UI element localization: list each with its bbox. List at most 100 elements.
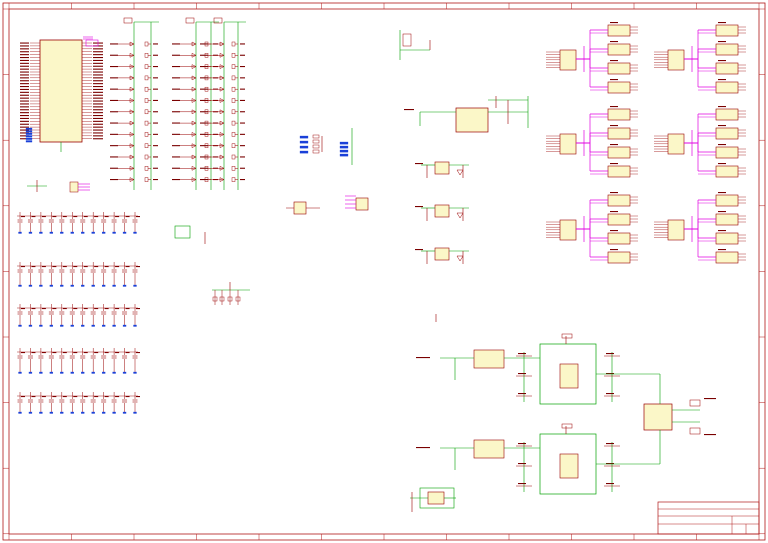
led-net-label	[200, 88, 208, 90]
cap-label	[73, 266, 78, 268]
mcu-net-label	[20, 57, 29, 59]
led-net-label	[172, 122, 180, 124]
resistor-label	[240, 156, 245, 158]
mcu-net-label	[93, 123, 103, 125]
mcu-net-label	[20, 138, 29, 140]
resistor-label	[240, 122, 245, 124]
latch-chip	[607, 165, 631, 178]
latch-chip	[607, 62, 631, 75]
latch-label	[718, 230, 726, 232]
latch-chip	[715, 146, 739, 159]
led-net-label	[172, 167, 180, 169]
latch-chip	[607, 81, 631, 94]
mcu-net-label	[20, 97, 29, 99]
diode-symbol	[456, 255, 464, 262]
led-symbol	[191, 131, 197, 137]
blue-connector	[339, 145, 349, 149]
regulator-chip	[455, 107, 489, 133]
cap-ground	[70, 411, 74, 414]
mcu-net-label	[93, 132, 103, 134]
led-symbol	[191, 52, 197, 58]
mcu-net-label	[20, 123, 29, 125]
mux-chip	[667, 49, 685, 71]
part-label	[518, 353, 526, 355]
resistor-label	[153, 88, 158, 90]
led-symbol	[129, 75, 135, 81]
led-symbol	[219, 154, 225, 160]
net-label	[416, 357, 430, 359]
mcu-net-label	[20, 100, 29, 102]
led-net-label	[200, 66, 208, 68]
latch-label	[610, 249, 618, 251]
latch-label	[718, 106, 726, 108]
resistor	[312, 144, 320, 149]
mcu-blue-pin	[25, 135, 33, 138]
latch-label	[610, 22, 618, 24]
latch-label	[610, 125, 618, 127]
led-net-label	[172, 66, 180, 68]
cap-ground	[133, 411, 137, 414]
led-symbol	[219, 131, 225, 137]
led-symbol	[191, 177, 197, 183]
cap-label	[125, 352, 130, 354]
cap-label	[52, 266, 57, 268]
cap-label	[73, 308, 78, 310]
led-net-label	[110, 179, 118, 181]
mcu-bus-connector	[85, 39, 99, 47]
mcu-net-label	[93, 59, 103, 61]
cap-ground	[91, 284, 95, 287]
mcu-net-label	[93, 68, 103, 70]
cap-label	[136, 216, 140, 218]
mcu-net-label	[93, 126, 103, 128]
latch-label	[610, 106, 618, 108]
latch-chip	[607, 108, 631, 121]
led-symbol	[191, 143, 197, 149]
led-symbol	[129, 177, 135, 183]
cap-label	[104, 308, 109, 310]
mcu-net-label	[20, 109, 29, 111]
cap-ground	[18, 324, 22, 327]
led-net-label	[200, 167, 208, 169]
cap-ground	[133, 371, 137, 374]
cap-ground	[101, 411, 106, 414]
cap-label	[62, 396, 67, 398]
led-symbol	[219, 143, 225, 149]
latch-label	[718, 22, 726, 24]
cap-ground	[81, 371, 85, 374]
cap-label	[41, 266, 46, 268]
cap-label	[125, 308, 130, 310]
small-part	[227, 296, 233, 302]
cap-label	[62, 216, 67, 218]
part-label	[606, 373, 614, 375]
mux-chip	[667, 133, 685, 155]
led-net-label	[200, 43, 208, 45]
led-net-label	[172, 156, 180, 158]
regulator-circuits	[404, 96, 529, 264]
led-symbol	[129, 143, 135, 149]
cap-label	[94, 308, 99, 310]
cap-ground	[70, 231, 74, 234]
cap-ground	[112, 371, 116, 374]
resistor-label	[153, 66, 158, 68]
blue-connector	[299, 145, 309, 149]
cap-label	[104, 352, 109, 354]
cap-ground	[60, 324, 64, 327]
cap-label	[104, 216, 109, 218]
led-net-label	[200, 54, 208, 56]
cap-ground	[49, 284, 54, 287]
cap-ground	[122, 371, 127, 374]
latch-chip	[715, 165, 739, 178]
cap-ground	[60, 231, 64, 234]
cap-label	[94, 352, 99, 354]
mcu-net-label	[20, 106, 29, 108]
led-symbol	[191, 120, 197, 126]
resistor-label	[240, 167, 245, 169]
led-symbol	[129, 154, 135, 160]
resistor-label	[240, 145, 245, 147]
cap-ground	[70, 284, 74, 287]
cap-ground	[91, 371, 95, 374]
latch-label	[610, 144, 618, 146]
led-net-label	[110, 122, 118, 124]
cap-label	[115, 308, 120, 310]
cap-ground	[91, 324, 95, 327]
